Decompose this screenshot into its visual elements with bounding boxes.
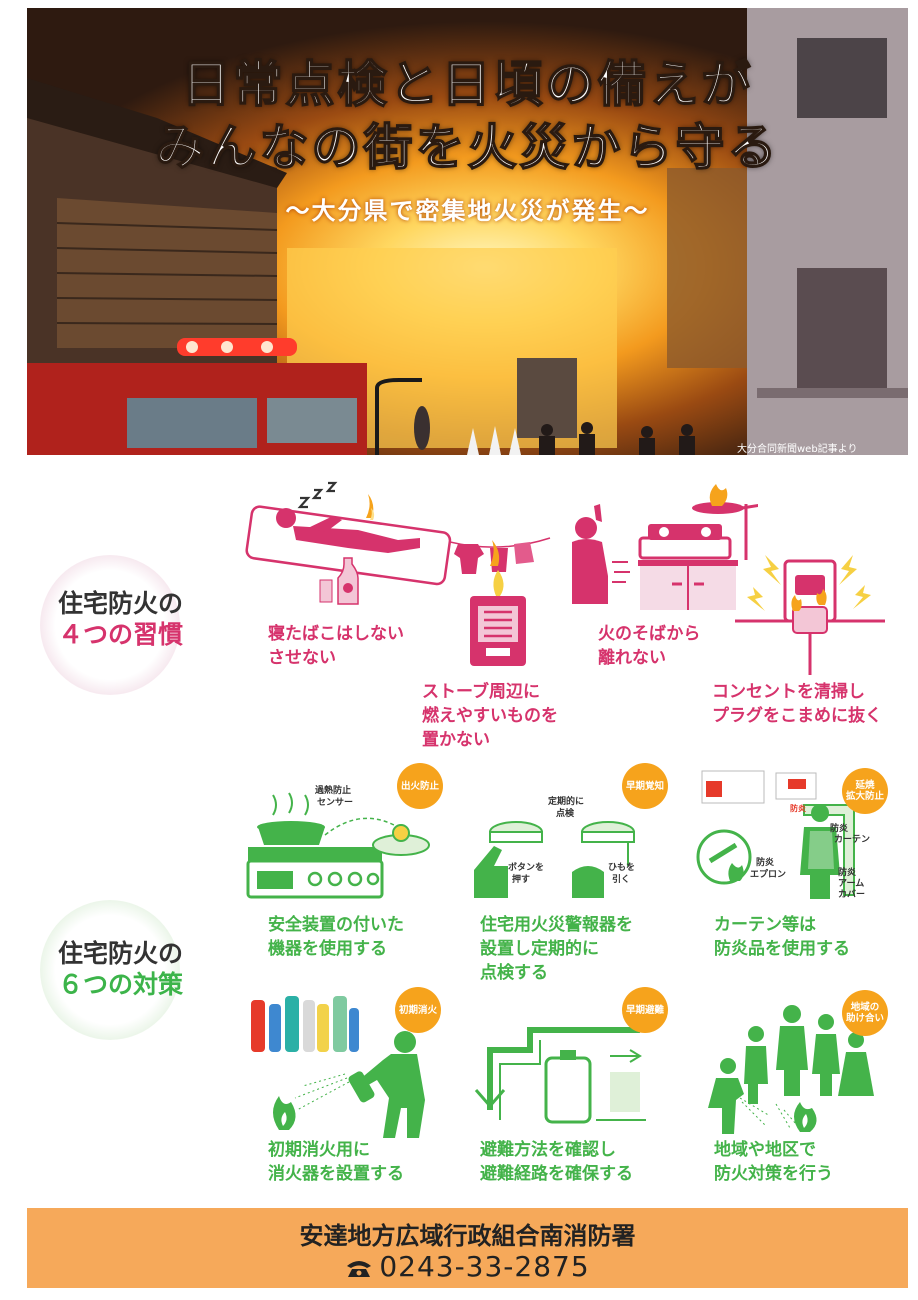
- sleeping-smoker-icon: [245, 481, 452, 605]
- art-label: 防炎: [830, 822, 848, 834]
- art-label: 防炎: [756, 856, 774, 868]
- art-label: カーテン: [834, 834, 870, 845]
- art-label: アーム: [838, 878, 864, 889]
- measure-badge-2: 早期覚知: [622, 763, 668, 809]
- art-label: 押す: [512, 873, 530, 885]
- measure-badge-6: 地域の助け合い: [842, 990, 888, 1036]
- measure-badge-4: 初期消火: [395, 987, 441, 1033]
- art-label: カバー: [838, 889, 865, 900]
- footer-organization: 安達地方広域行政組合南消防署: [299, 1222, 636, 1250]
- fire-scene-illustration: [27, 8, 908, 455]
- measures-section-label: 住宅防火の ６つの対策: [58, 938, 183, 1000]
- hero-subtitle: ～大分県で密集地火災が発生～: [285, 197, 650, 225]
- measure-caption-3: カーテン等は 防炎品を使用する: [714, 915, 850, 959]
- art-label: ボタンを: [508, 861, 544, 873]
- habits-label-line2: ４つの習慣: [58, 620, 184, 649]
- habits-label-line1: 住宅防火の: [58, 589, 184, 618]
- hero-photo: 日常点検と日頃の備えが みんなの街を火災から守る ～大分県で密集地火災が発生～ …: [27, 8, 908, 455]
- art-label: 点検: [556, 807, 575, 819]
- hero-title-line2: みんなの街を火災から守る: [155, 119, 780, 176]
- hero-title-line1: 日常点検と日頃の備えが: [181, 56, 754, 113]
- measure-badge-1: 出火防止: [397, 763, 443, 809]
- habit-caption-1: 寝たばこはしない させない: [268, 624, 404, 668]
- measure-badge-5: 早期避難: [622, 987, 668, 1033]
- outlet-icon: [735, 555, 885, 675]
- art-label: センサー: [317, 797, 353, 808]
- telephone-icon: [347, 1261, 372, 1277]
- footer-banner: 安達地方広域行政組合南消防署 0243-33-2875: [27, 1208, 908, 1288]
- measures-label-ring: [40, 900, 180, 1040]
- habit-caption-2: ストーブ周辺に 燃えやすいものを 置かない: [422, 682, 558, 750]
- telephone-number: 0243-33-2875: [379, 1250, 590, 1283]
- photo-credit: 大分合同新聞web記事より: [737, 444, 858, 455]
- art-label: エプロン: [750, 868, 786, 880]
- habits-label-ring: [40, 555, 180, 695]
- measure-caption-1: 安全装置の付いた 機器を使用する: [268, 915, 404, 959]
- kitchen-stove-icon: [572, 484, 758, 610]
- measure-caption-4: 初期消火用に 消火器を設置する: [268, 1140, 404, 1184]
- measures-label-line2: ６つの対策: [58, 970, 184, 999]
- community-help-icon: [708, 1005, 874, 1134]
- art-label: 防炎: [838, 866, 856, 878]
- art-label: 過熱防止: [314, 784, 351, 796]
- habit-caption-4: コンセントを清掃し プラグをこまめに抜く: [712, 682, 882, 726]
- footer-telephone[interactable]: 0243-33-2875: [27, 1250, 908, 1283]
- evacuation-route-icon: [474, 1027, 646, 1124]
- measure-caption-5: 避難方法を確認し 避難経路を確保する: [480, 1140, 633, 1184]
- measure-caption-6: 地域や地区で 防火対策を行う: [714, 1140, 833, 1184]
- art-label: 定期的に: [547, 795, 584, 807]
- fire-extinguisher-icon: [251, 996, 425, 1138]
- measures-label-line1: 住宅防火の: [58, 939, 184, 968]
- art-label: ひもを: [608, 862, 635, 873]
- art-label: 引く: [612, 873, 630, 885]
- measure-caption-2: 住宅用火災警報器を 設置し定期的に 点検する: [480, 915, 633, 983]
- habit-caption-3: 火のそばから 離れない: [598, 624, 701, 668]
- stove-icon: [450, 537, 551, 666]
- habits-section-label: 住宅防火の ４つの習慣: [58, 588, 183, 650]
- measure-badge-3: 延焼拡大防止: [842, 768, 888, 814]
- art-label: 防炎: [790, 803, 806, 813]
